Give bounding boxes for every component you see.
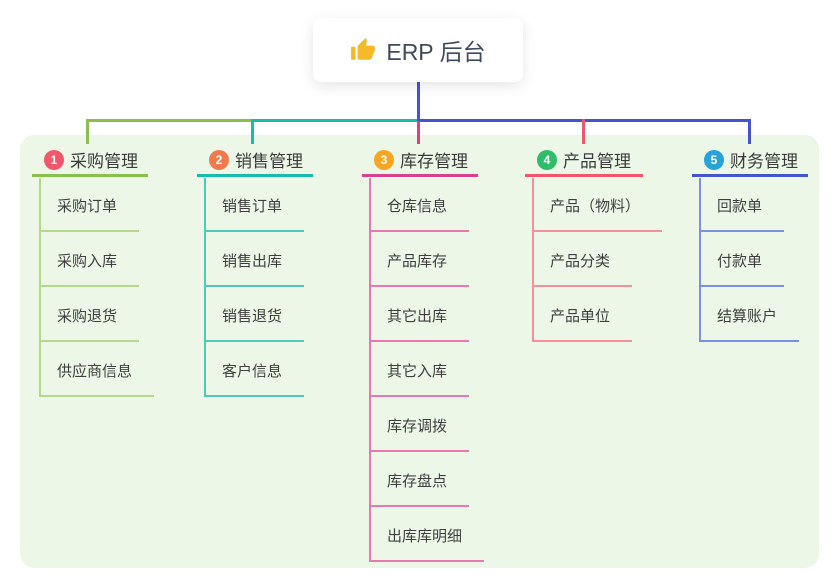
child-node[interactable]: 库存调拨 [369,417,470,452]
child-node[interactable]: 销售退货 [204,307,305,342]
branch-3-drop-line [417,121,420,144]
branch-5-node[interactable]: 5 财务管理 [692,145,808,177]
root-label: ERP 后台 [386,39,486,65]
child-node[interactable]: 采购退货 [39,307,140,342]
connector-segment-green [86,119,253,122]
child-node[interactable]: 产品（物料） [532,197,663,232]
child-node[interactable]: 产品单位 [532,307,633,342]
branch-1-number-badge: 1 [44,149,64,170]
child-node[interactable]: 仓库信息 [369,197,470,232]
branch-2-child-rail [204,178,206,396]
child-node[interactable]: 采购入库 [39,252,140,287]
child-node[interactable]: 销售订单 [204,197,305,232]
branch-3-child-rail [369,178,371,561]
child-node[interactable]: 库存盘点 [369,472,470,507]
branch-5-child-rail [699,178,701,341]
branch-5-number-badge: 5 [704,149,724,170]
root-node[interactable]: ERP 后台 [313,18,523,82]
branch-4-label: 产品管理 [563,152,631,171]
child-node[interactable]: 采购订单 [39,197,140,232]
branch-4-drop-line [582,119,585,144]
branch-1-drop-line [86,119,89,144]
child-node[interactable]: 客户信息 [204,362,305,397]
child-node[interactable]: 结算账户 [699,307,800,342]
root-connector-line [417,82,420,121]
branch-5-drop-line [748,119,751,144]
branch-4-number-badge: 4 [537,149,557,170]
child-node[interactable]: 其它入库 [369,362,470,397]
branch-3-number-badge: 3 [374,149,394,170]
child-node[interactable]: 销售出库 [204,252,305,287]
child-node[interactable]: 产品分类 [532,252,633,287]
child-node[interactable]: 供应商信息 [39,362,155,397]
thumbs-up-icon [351,38,376,60]
branch-4-node[interactable]: 4 产品管理 [525,145,643,177]
branch-1-child-rail [39,178,41,396]
branch-4-child-rail [532,178,534,341]
branch-3-label: 库存管理 [400,152,468,171]
branch-5-label: 财务管理 [730,152,798,171]
background-panel [20,135,819,568]
branch-2-node[interactable]: 2 销售管理 [197,145,313,177]
branch-2-label: 销售管理 [235,152,303,171]
connector-segment-teal [251,119,419,122]
child-node[interactable]: 出库库明细 [369,527,485,562]
child-node[interactable]: 产品库存 [369,252,470,287]
branch-1-node[interactable]: 1 采购管理 [32,145,148,177]
child-node[interactable]: 回款单 [699,197,785,232]
child-node[interactable]: 其它出库 [369,307,470,342]
branch-2-drop-line [251,119,254,144]
child-node[interactable]: 付款单 [699,252,785,287]
branch-2-number-badge: 2 [209,149,229,170]
branch-1-label: 采购管理 [70,152,138,171]
branch-3-node[interactable]: 3 库存管理 [362,145,478,177]
